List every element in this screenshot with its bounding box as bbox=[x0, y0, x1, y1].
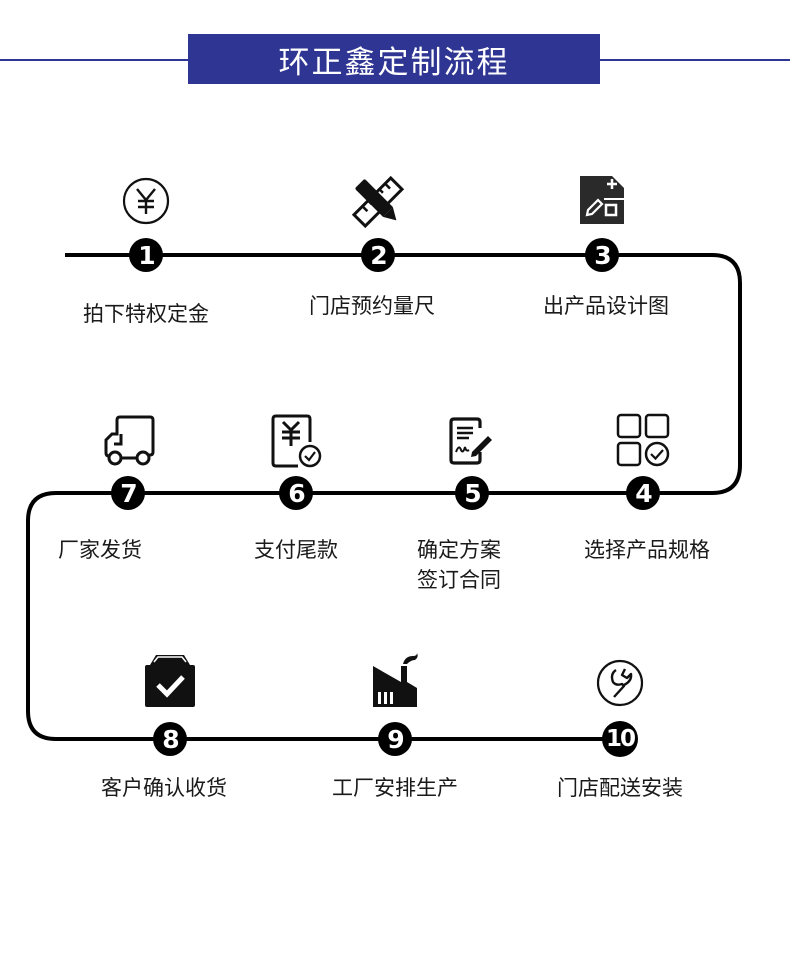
wrench-circle-icon bbox=[592, 656, 648, 712]
step-number-badge: 9 bbox=[378, 722, 412, 756]
yen-bill-check-icon bbox=[268, 412, 324, 468]
step-number-badge: 3 bbox=[585, 238, 619, 272]
delivery-truck-icon bbox=[100, 412, 156, 468]
yen-circle-icon bbox=[118, 176, 174, 232]
step-number-badge: 2 bbox=[361, 238, 395, 272]
page-title: 环正鑫定制流程 bbox=[188, 34, 600, 84]
step-label: 工厂安排生产 bbox=[332, 776, 458, 800]
step-label: 支付尾款 bbox=[254, 538, 338, 562]
box-check-icon bbox=[142, 653, 198, 709]
step-label: 拍下特权定金 bbox=[83, 302, 209, 326]
step-number-badge: 10 bbox=[602, 721, 638, 757]
step-label: 门店配送安装 bbox=[557, 776, 683, 800]
header-divider-right bbox=[600, 59, 790, 61]
step-number-badge: 4 bbox=[626, 476, 660, 510]
factory-icon bbox=[367, 652, 423, 708]
step-label: 厂家发货 bbox=[58, 538, 142, 562]
header-divider-left bbox=[0, 59, 188, 61]
step-label: 门店预约量尺 bbox=[309, 294, 435, 318]
grid-check-icon bbox=[615, 412, 671, 468]
step-label: 选择产品规格 bbox=[584, 538, 710, 562]
step-number-badge: 1 bbox=[129, 238, 163, 272]
step-number-badge: 5 bbox=[455, 476, 489, 510]
contract-sign-icon bbox=[444, 414, 500, 470]
flow-connector-line bbox=[26, 253, 742, 741]
design-file-icon bbox=[574, 172, 630, 228]
pencil-ruler-icon bbox=[350, 174, 406, 230]
step-label: 出产品设计图 bbox=[543, 294, 669, 318]
step-number-badge: 6 bbox=[279, 476, 313, 510]
step-number-badge: 7 bbox=[111, 476, 145, 510]
step-label: 客户确认收货 bbox=[101, 776, 227, 800]
step-number-badge: 8 bbox=[153, 722, 187, 756]
step-label: 确定方案 签订合同 bbox=[417, 538, 501, 592]
